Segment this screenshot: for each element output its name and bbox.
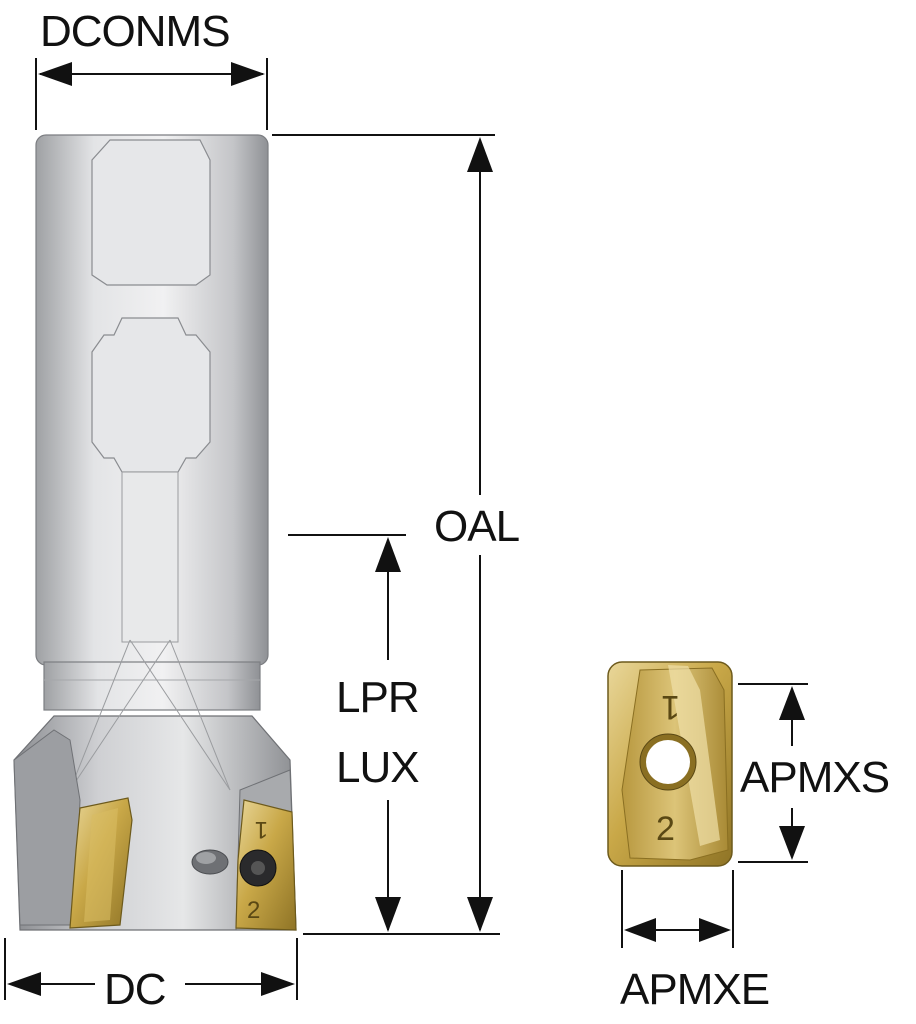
dc-arrow-right (261, 972, 295, 996)
apmxs-arrow-top (779, 686, 805, 720)
insert-right-marks: 1 2 (247, 816, 268, 924)
dimension-arrowheads (7, 62, 805, 996)
cutter-body: 1 2 (13, 134, 297, 931)
apmxe-arrow-right (699, 918, 731, 942)
oal-arrow-top (467, 137, 493, 172)
dc-arrow-left (7, 972, 41, 996)
label-lux: LUX (336, 743, 419, 792)
insert-detail-mark-1: 1 (661, 688, 680, 726)
lpr-arrow-top (375, 537, 401, 572)
insert-detail: 1 2 (607, 661, 733, 867)
shank-coolant-groove (121, 471, 179, 643)
insert-mark-1: 1 (255, 816, 268, 843)
shank-flat-upper (91, 139, 211, 286)
insert-detail-mark-2: 2 (656, 810, 675, 848)
label-dconms: DCONMS (40, 7, 230, 56)
chip-pocket-left (13, 729, 81, 926)
insert-mark-2: 2 (247, 897, 260, 924)
shank-flat-lower (91, 317, 211, 473)
label-lpr: LPR (336, 673, 419, 722)
neck (43, 661, 261, 711)
coolant-channels (69, 639, 231, 791)
label-oal: OAL (434, 502, 520, 551)
dconms-arrow-right (231, 62, 265, 86)
oal-arrow-bottom (467, 897, 493, 932)
lpr-arrow-bottom (375, 897, 401, 932)
apmxs-arrow-bottom (779, 826, 805, 860)
apmxe-arrow-left (624, 918, 656, 942)
dconms-arrow-left (38, 62, 72, 86)
label-apmxs: APMXS (740, 753, 889, 802)
label-dc: DC (104, 965, 166, 1014)
label-apmxe: APMXE (620, 965, 769, 1014)
